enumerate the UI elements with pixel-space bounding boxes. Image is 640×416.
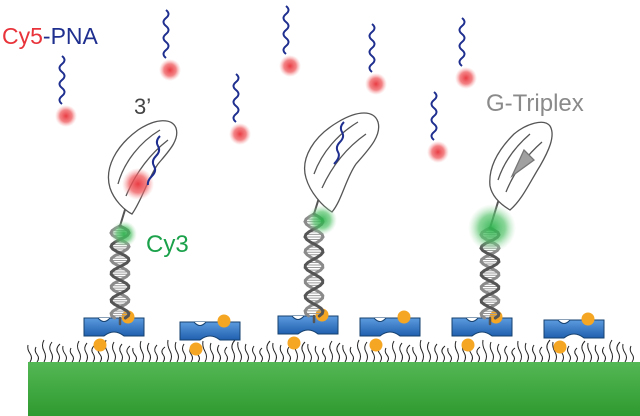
bound-pna-strands bbox=[146, 121, 345, 186]
cy3-dye-1 bbox=[111, 221, 137, 247]
bound-pna-2 bbox=[333, 121, 345, 165]
streptavidin-1 bbox=[83, 310, 145, 352]
peg-brush bbox=[27, 339, 634, 363]
svg-text:Cy5-PNA: Cy5-PNA bbox=[2, 23, 99, 49]
streptavidin-3 bbox=[277, 308, 339, 350]
cy5-pna-probe-4 bbox=[279, 5, 301, 77]
cy5-pna-probe-7 bbox=[427, 91, 449, 163]
cy5-dye-bound bbox=[122, 168, 154, 200]
cy3-dye-3 bbox=[468, 204, 516, 252]
cy5-pna-probe-1 bbox=[55, 55, 77, 127]
dash-label: - bbox=[43, 23, 51, 49]
glass-surface bbox=[28, 362, 640, 416]
cy5-pna-probe-6 bbox=[455, 17, 477, 89]
cy5-label: Cy5 bbox=[2, 23, 43, 49]
bound-fluorophores bbox=[111, 168, 516, 252]
cy5-pna-probe-5 bbox=[365, 23, 387, 95]
streptavidin-layer bbox=[83, 308, 605, 356]
g-triplex-structures bbox=[107, 112, 553, 215]
cy3-label: Cy3 bbox=[146, 231, 189, 258]
cy5-pna-probe-2 bbox=[159, 9, 181, 81]
legend-cy5-pna: Cy5-PNA bbox=[2, 23, 99, 49]
three-prime-label: 3’ bbox=[134, 94, 151, 119]
bound-pna-1 bbox=[146, 135, 161, 186]
cy5-pna-probe-3 bbox=[229, 73, 251, 145]
streptavidin-2 bbox=[179, 314, 241, 356]
streptavidin-6 bbox=[543, 312, 605, 354]
streptavidin-4 bbox=[359, 310, 421, 352]
pna-label: PNA bbox=[51, 23, 99, 49]
cy3-dye-2 bbox=[307, 205, 337, 235]
g-triplex-structure-1 bbox=[107, 120, 178, 215]
free-cy5-pna-probes bbox=[55, 5, 477, 163]
dna-helix-1 bbox=[109, 199, 131, 326]
g-triplex-label: G-Triplex bbox=[486, 90, 584, 117]
